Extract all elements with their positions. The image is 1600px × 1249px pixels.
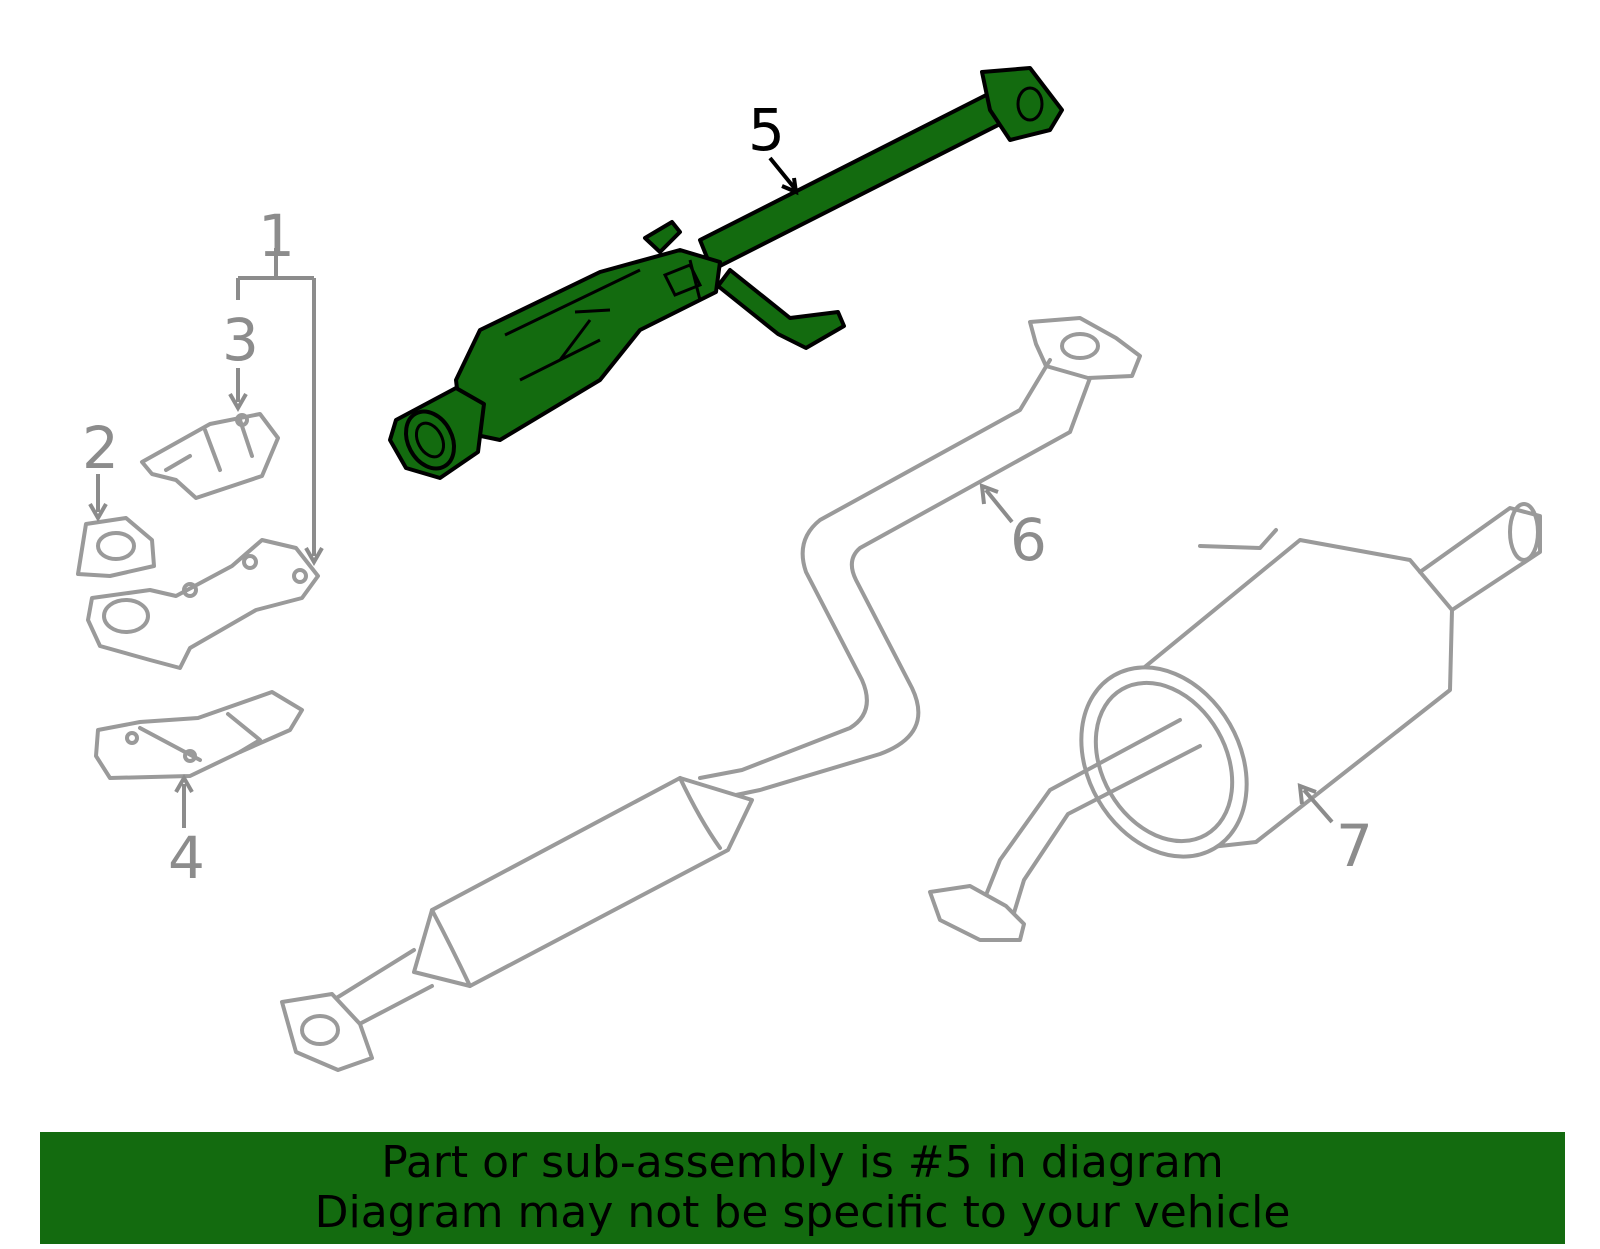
- part-5-catalytic-converter[interactable]: [388, 66, 1064, 480]
- part-2-gasket[interactable]: [76, 516, 156, 578]
- part-7-muffler[interactable]: [928, 502, 1542, 942]
- part-3-heat-shield[interactable]: [140, 412, 280, 500]
- callout-2: 2: [82, 414, 119, 482]
- callout-6: 6: [1010, 506, 1047, 574]
- part-4-lower-heat-shield[interactable]: [94, 690, 304, 780]
- notice-banner: Part or sub-assembly is #5 in diagram Di…: [40, 1132, 1565, 1244]
- banner-line-2: Diagram may not be specific to your vehi…: [314, 1187, 1291, 1238]
- part-6-center-pipe[interactable]: [280, 316, 1142, 1072]
- part-1-bracket-lines: [236, 248, 324, 567]
- callout-7: 7: [1336, 812, 1373, 880]
- callout-5: 5: [748, 96, 785, 164]
- callout-4: 4: [168, 824, 205, 892]
- part-1-exhaust-manifold[interactable]: [86, 538, 320, 670]
- banner-line-1: Part or sub-assembly is #5 in diagram: [381, 1137, 1224, 1188]
- callout-1: 1: [258, 202, 295, 270]
- exhaust-parts-diagram: 1 3 2 4 5 6 7: [76, 66, 1542, 1072]
- callout-3: 3: [222, 306, 259, 374]
